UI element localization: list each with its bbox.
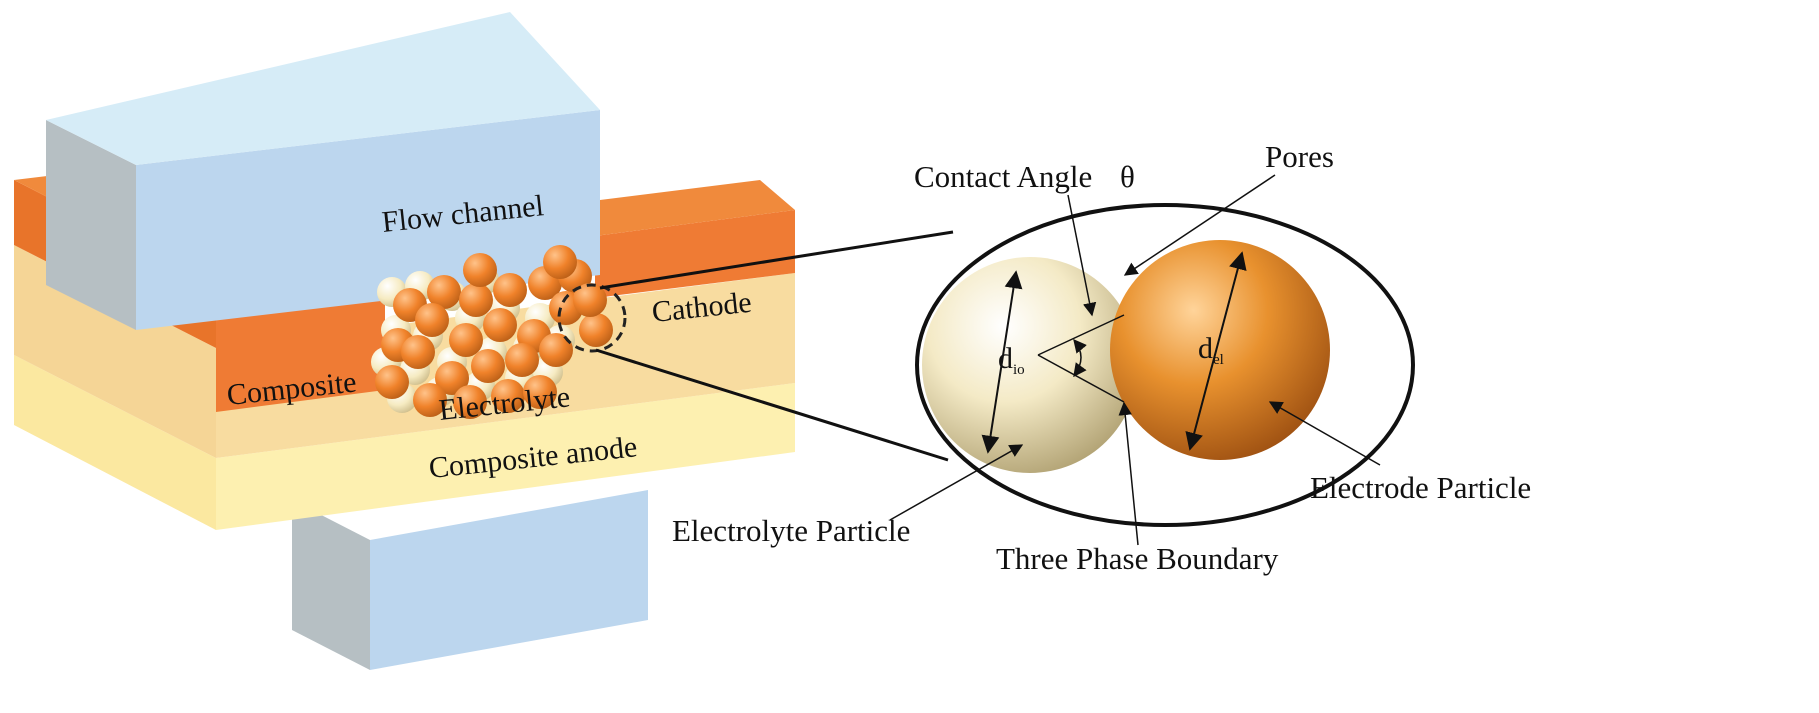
electrode-particle-small: [493, 273, 527, 307]
pores-pointer: [1123, 174, 1276, 276]
contact-angle-arc: [1073, 338, 1087, 378]
electrode-particle-small: [539, 333, 573, 367]
electrode-particle-small: [459, 283, 493, 317]
electrode-particle-small: [453, 385, 487, 419]
d-io-arrow: [981, 270, 1023, 454]
theta-symbol: θ: [1120, 159, 1135, 194]
tpb-pointer: [1118, 401, 1139, 546]
electrode-particle-small: [523, 375, 557, 409]
d-el-arrow: [1185, 251, 1247, 451]
particle-cluster: [371, 245, 613, 419]
electrode-particle-small: [413, 383, 447, 417]
electrode-particle-small: [375, 365, 409, 399]
three-phase-boundary-label: Three Phase Boundary: [996, 541, 1279, 576]
electrode-particle-small: [463, 253, 497, 287]
electrode-particle-small: [573, 283, 607, 317]
d-io-label: dio: [998, 342, 1025, 378]
contact-angle-line-upper: [1037, 314, 1125, 356]
bottom-flow-channel: [292, 490, 648, 670]
zoom-connector-top: [599, 230, 954, 290]
electrode-particle-small: [579, 313, 613, 347]
contact-angle-label: Contact Angle: [914, 159, 1092, 194]
contact-angle-line-lower: [1037, 354, 1125, 403]
electrode-particle-small: [401, 335, 435, 369]
zoom-highlight-circle: [557, 283, 627, 353]
electrode-particle-small: [491, 379, 525, 413]
electrode-particle-small: [435, 361, 469, 395]
electrolyte-particle-pointer: [889, 444, 1024, 521]
electrode-particle-small: [415, 303, 449, 337]
electrolyte-layer: [14, 245, 795, 458]
electrode-particle-small: [449, 323, 483, 357]
electrode-particle-small: [505, 343, 539, 377]
electrolyte-particle-label: Electrolyte Particle: [672, 513, 910, 548]
electrode-particle-small: [471, 349, 505, 383]
electrolyte-particle: [922, 257, 1138, 473]
d-el-label: del: [1198, 332, 1224, 368]
anode-layer: [14, 355, 795, 530]
contact-angle-pointer: [1067, 194, 1097, 317]
electrode-particle-small: [543, 245, 577, 279]
electrode-particle-pointer: [1268, 401, 1381, 466]
zoom-connector-bottom: [595, 348, 949, 462]
electrode-particle-small: [483, 308, 517, 342]
electrode-particle-label: Electrode Particle: [1310, 470, 1531, 505]
electrode-particle-small: [427, 275, 461, 309]
electrode-particle: [1110, 240, 1330, 460]
pores-label: Pores: [1265, 139, 1334, 174]
